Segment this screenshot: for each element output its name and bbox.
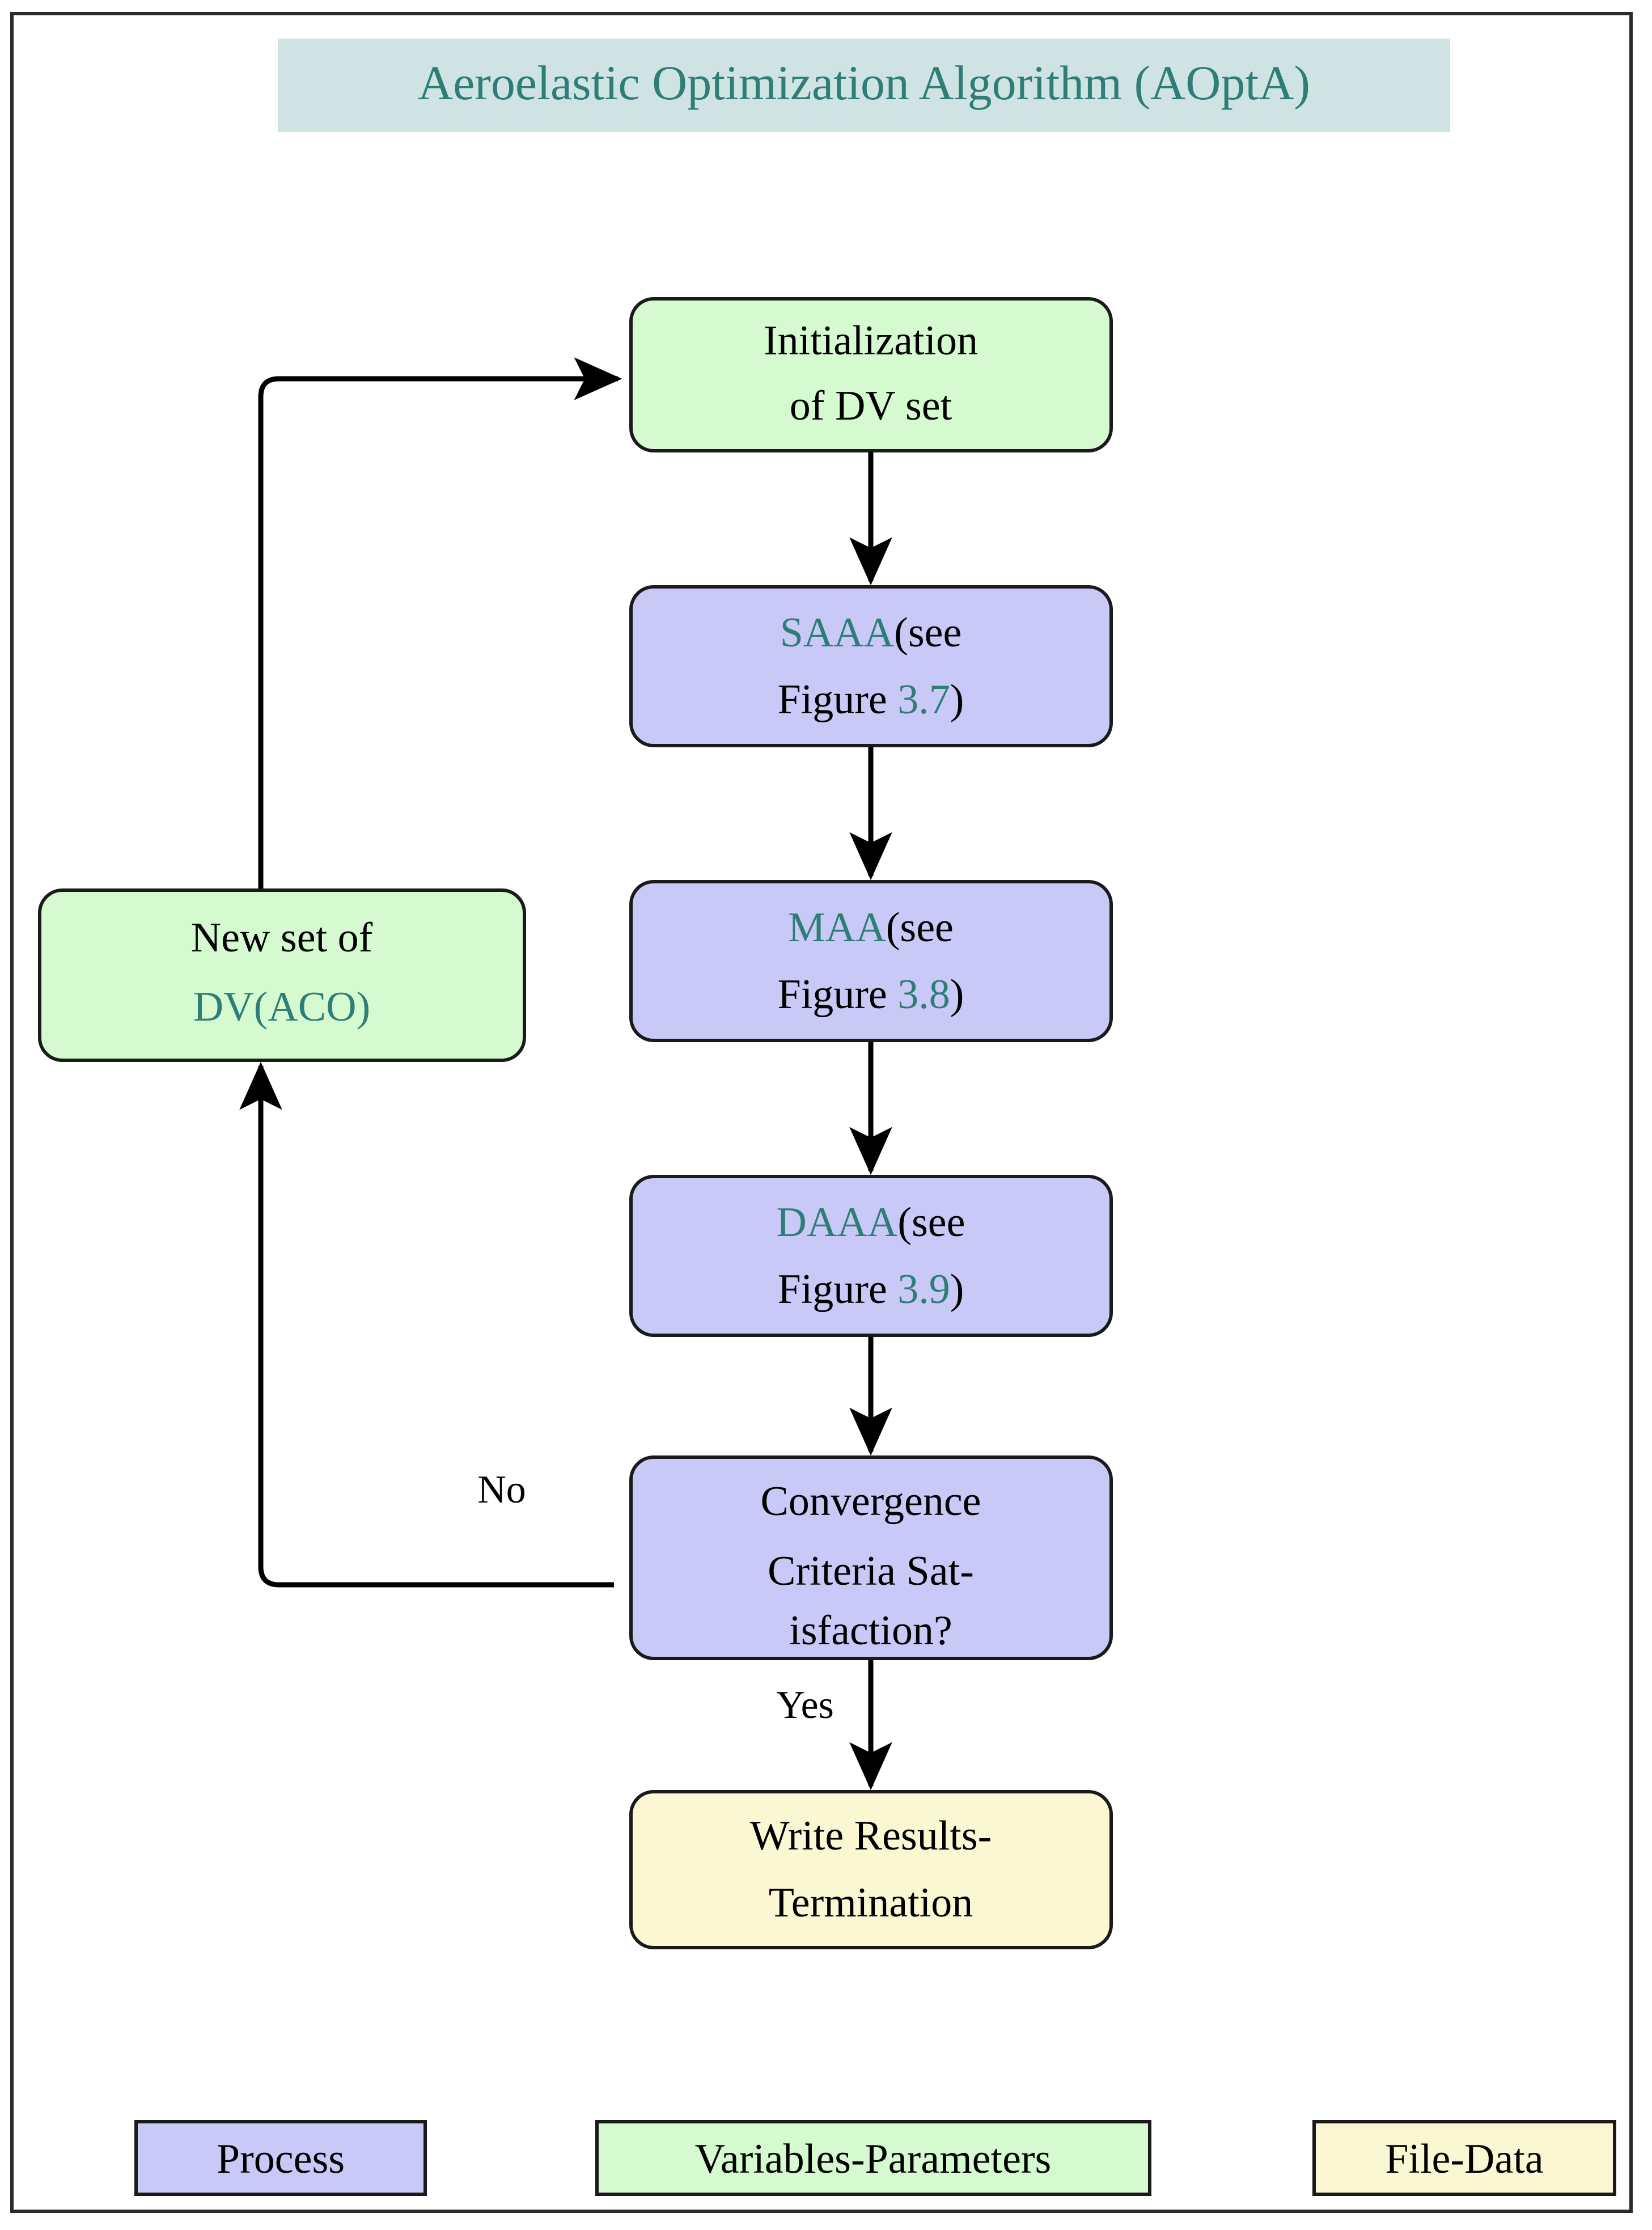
legend-label-variables-parameters: Variables-Parameters [695,2136,1052,2182]
node-terminate-line2: Termination [769,1880,973,1926]
page-border [10,12,1633,2213]
node-initialization-line1: Initialization [764,318,978,364]
legend-label-file-data: File-Data [1385,2136,1543,2182]
node-initialization-shape [629,297,1113,452]
legend-item-file-data[interactable]: File-Data [1312,2120,1616,2196]
legend-swatch-process [134,2120,427,2196]
node-new-set-of-dv[interactable]: New set of DV(ACO) [38,888,526,1062]
title-band [278,39,1450,132]
node-convergence-line3: isfaction? [789,1607,952,1654]
node-new-set-of-dv-line1: New set of [191,915,373,961]
legend-item-variables-parameters[interactable]: Variables-Parameters [595,2120,1151,2196]
node-new-set-of-dv-shape [38,888,526,1062]
node-maa[interactable]: MAA(see Figure 3.8) [629,880,1113,1042]
node-terminate-line1: Write Results- [750,1813,992,1859]
edge-convergence-no-to-newset [239,1061,614,1588]
node-convergence-line1: Convergence [760,1478,981,1525]
page-title: Aeroelastic Optimization Algorithm (AOpt… [418,56,1310,110]
node-initialization-line2: of DV set [790,383,952,429]
edge-newset-to-init [258,357,622,899]
edge-label-yes: Yes [776,1683,834,1727]
node-terminate-shape [629,1790,1113,1949]
node-maa-line1: MAA(see [788,904,954,951]
node-saaa-line2: Figure 3.7) [778,676,964,723]
node-daaa-shape [629,1175,1113,1337]
node-saaa-line1: SAAA(see [780,610,962,656]
node-new-set-of-dv-line2: DV(ACO) [193,984,370,1030]
node-initialization[interactable]: Initialization of DV set [629,297,1113,452]
node-write-results-termination[interactable]: Write Results- Termination [629,1790,1113,1949]
node-saaa-shape [629,585,1113,747]
node-maa-line2: Figure 3.8) [778,971,964,1018]
node-maa-shape [629,880,1113,1042]
legend-swatch-file-data [1312,2120,1616,2196]
legend-swatch-variables-parameters [595,2120,1151,2196]
legend-label-process: Process [217,2136,345,2182]
node-daaa[interactable]: DAAA(see Figure 3.9) [629,1175,1113,1337]
edge-label-no: No [477,1468,526,1512]
node-daaa-line1: DAAA(see [777,1199,965,1246]
node-convergence-line2: Criteria Sat- [768,1548,974,1594]
node-daaa-line2: Figure 3.9) [778,1266,964,1313]
node-saaa[interactable]: SAAA(see Figure 3.7) [629,585,1113,747]
node-convergence-shape [629,1455,1113,1660]
legend-item-process[interactable]: Process [134,2120,427,2196]
node-convergence-decision[interactable]: Convergence Criteria Sat- isfaction? [629,1455,1113,1660]
